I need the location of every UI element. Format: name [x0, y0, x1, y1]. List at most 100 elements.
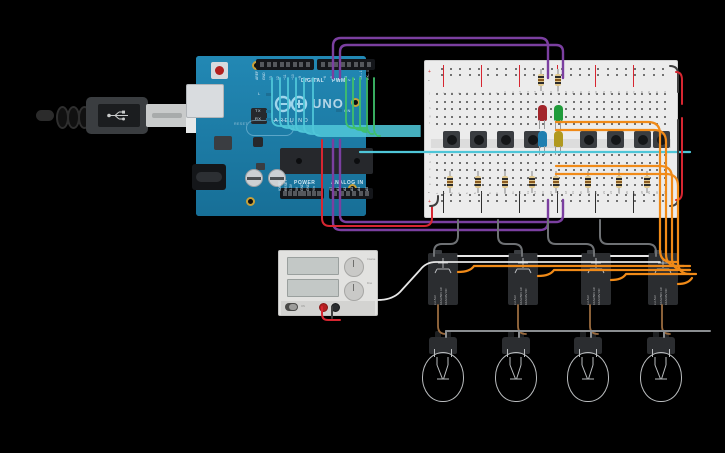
arduino-header-pin[interactable] — [288, 191, 293, 196]
breadboard-hole-lower[interactable] — [451, 154, 454, 156]
arduino-header-pin[interactable] — [297, 191, 302, 196]
breadboard-hole-rail-bottom[interactable] — [459, 194, 462, 196]
breadboard-hole-upper[interactable] — [618, 123, 621, 126]
breadboard-hole-lower[interactable] — [458, 176, 461, 179]
breadboard-hole-lower[interactable] — [451, 161, 454, 164]
breadboard-hole-lower[interactable] — [626, 169, 628, 172]
breadboard-hole-upper[interactable] — [458, 108, 461, 111]
breadboard-hole-upper[interactable] — [550, 108, 552, 111]
breadboard-hole-lower[interactable] — [527, 161, 530, 164]
breadboard-hole-rail-top[interactable] — [661, 68, 664, 70]
breadboard-hole-lower[interactable] — [633, 161, 636, 164]
breadboard-hole-lower[interactable] — [572, 154, 575, 156]
breadboard-hole-lower[interactable] — [474, 154, 476, 156]
breadboard-hole-rail-top[interactable] — [450, 68, 453, 70]
breadboard-hole-upper[interactable] — [443, 123, 446, 126]
breadboard-hole-lower[interactable] — [489, 176, 492, 179]
breadboard[interactable]: jihgfedcba112233445566778899101011111212… — [424, 60, 678, 218]
breadboard-hole-upper[interactable] — [512, 115, 514, 118]
breadboard-hole-rail-bottom[interactable] — [496, 194, 499, 196]
breadboard-hole-rail-bottom[interactable] — [560, 200, 563, 202]
breadboard-hole-upper[interactable] — [519, 115, 522, 118]
breadboard-hole-rail-top[interactable] — [569, 68, 572, 70]
relay-module-4[interactable]: LU-5-R 10A/250V AC 10A/30V DC — [648, 250, 678, 305]
breadboard-hole-rail-bottom[interactable] — [560, 194, 563, 196]
breadboard-hole-rail-top[interactable] — [569, 74, 572, 76]
breadboard-hole-lower[interactable] — [648, 161, 651, 164]
breadboard-hole-lower[interactable] — [572, 169, 575, 172]
breadboard-hole-upper[interactable] — [610, 123, 613, 126]
breadboard-hole-upper[interactable] — [443, 115, 446, 118]
breadboard-hole-upper[interactable] — [618, 108, 621, 111]
breadboard-hole-lower[interactable] — [610, 169, 613, 172]
breadboard-hole-lower[interactable] — [458, 184, 461, 187]
led-blue[interactable] — [538, 131, 547, 155]
arduino-header-pin[interactable] — [364, 191, 369, 196]
breadboard-hole-lower[interactable] — [474, 161, 476, 164]
breadboard-hole-upper[interactable] — [451, 100, 454, 103]
breadboard-hole-lower[interactable] — [633, 169, 636, 172]
breadboard-hole-rail-top[interactable] — [652, 74, 655, 76]
breadboard-hole-rail-top[interactable] — [505, 74, 508, 76]
breadboard-hole-upper[interactable] — [489, 93, 492, 95]
breadboard-hole-lower[interactable] — [595, 169, 598, 172]
breadboard-hole-lower[interactable] — [504, 154, 507, 156]
breadboard-hole-lower[interactable] — [436, 169, 438, 172]
light-bulb-4[interactable]: Light bulb 4 — [633, 327, 689, 405]
breadboard-hole-upper[interactable] — [436, 108, 438, 111]
breadboard-hole-upper[interactable] — [504, 108, 507, 111]
breadboard-hole-rail-bottom[interactable] — [551, 200, 554, 202]
breadboard-hole-lower[interactable] — [572, 161, 575, 164]
breadboard-hole-lower[interactable] — [481, 161, 484, 164]
breadboard-hole-upper[interactable] — [557, 93, 560, 95]
breadboard-hole-upper[interactable] — [641, 93, 644, 95]
breadboard-hole-upper[interactable] — [496, 93, 499, 95]
breadboard-hole-upper[interactable] — [436, 93, 438, 95]
breadboard-hole-rail-bottom[interactable] — [450, 194, 453, 196]
breadboard-hole-lower[interactable] — [664, 154, 666, 156]
breadboard-hole-lower[interactable] — [542, 169, 545, 172]
breadboard-hole-rail-top[interactable] — [615, 74, 618, 76]
breadboard-hole-lower[interactable] — [512, 184, 514, 187]
breadboard-hole-rail-bottom[interactable] — [634, 194, 637, 196]
breadboard-hole-lower[interactable] — [481, 184, 484, 187]
breadboard-hole-upper[interactable] — [572, 115, 575, 118]
breadboard-hole-lower[interactable] — [580, 184, 583, 187]
breadboard-hole-upper[interactable] — [626, 115, 628, 118]
breadboard-hole-upper[interactable] — [610, 108, 613, 111]
breadboard-hole-rail-bottom[interactable] — [514, 194, 517, 196]
breadboard-hole-lower[interactable] — [664, 169, 666, 172]
breadboard-hole-upper[interactable] — [572, 100, 575, 103]
breadboard-hole-upper[interactable] — [519, 108, 522, 111]
breadboard-hole-upper[interactable] — [466, 123, 469, 126]
arduino-header-pin[interactable] — [311, 191, 316, 196]
breadboard-hole-lower[interactable] — [542, 176, 545, 179]
breadboard-hole-lower[interactable] — [618, 154, 621, 156]
breadboard-hole-rail-top[interactable] — [625, 74, 627, 76]
arduino-power-header[interactable] — [280, 188, 324, 199]
breadboard-hole-rail-top[interactable] — [496, 68, 499, 70]
breadboard-hole-rail-bottom[interactable] — [597, 200, 600, 202]
breadboard-hole-upper[interactable] — [443, 108, 446, 111]
breadboard-hole-rail-bottom[interactable] — [643, 200, 646, 202]
pushbutton-1[interactable] — [443, 131, 460, 148]
breadboard-hole-rail-bottom[interactable] — [523, 194, 526, 196]
relay-module-1[interactable]: LU-5-R 10A/250V AC 10A/30V DC — [428, 250, 458, 305]
light-bulb-1[interactable]: Light bulb 1 — [415, 327, 471, 405]
breadboard-hole-lower[interactable] — [466, 154, 469, 156]
breadboard-hole-upper[interactable] — [633, 93, 636, 95]
breadboard-hole-lower[interactable] — [512, 176, 514, 179]
led-red[interactable] — [538, 105, 547, 129]
breadboard-hole-lower[interactable] — [466, 169, 469, 172]
breadboard-hole-lower[interactable] — [496, 176, 499, 179]
breadboard-hole-upper[interactable] — [626, 93, 628, 95]
breadboard-hole-upper[interactable] — [451, 123, 454, 126]
breadboard-hole-lower[interactable] — [595, 154, 598, 156]
breadboard-hole-rail-top[interactable] — [505, 68, 508, 70]
breadboard-hole-lower[interactable] — [572, 184, 575, 187]
breadboard-hole-lower[interactable] — [633, 154, 636, 156]
usb-cable[interactable]: USB A-to-B cable — [36, 96, 218, 134]
breadboard-hole-rail-bottom[interactable] — [487, 200, 489, 202]
breadboard-hole-lower[interactable] — [542, 161, 545, 164]
breadboard-hole-upper[interactable] — [633, 123, 636, 126]
